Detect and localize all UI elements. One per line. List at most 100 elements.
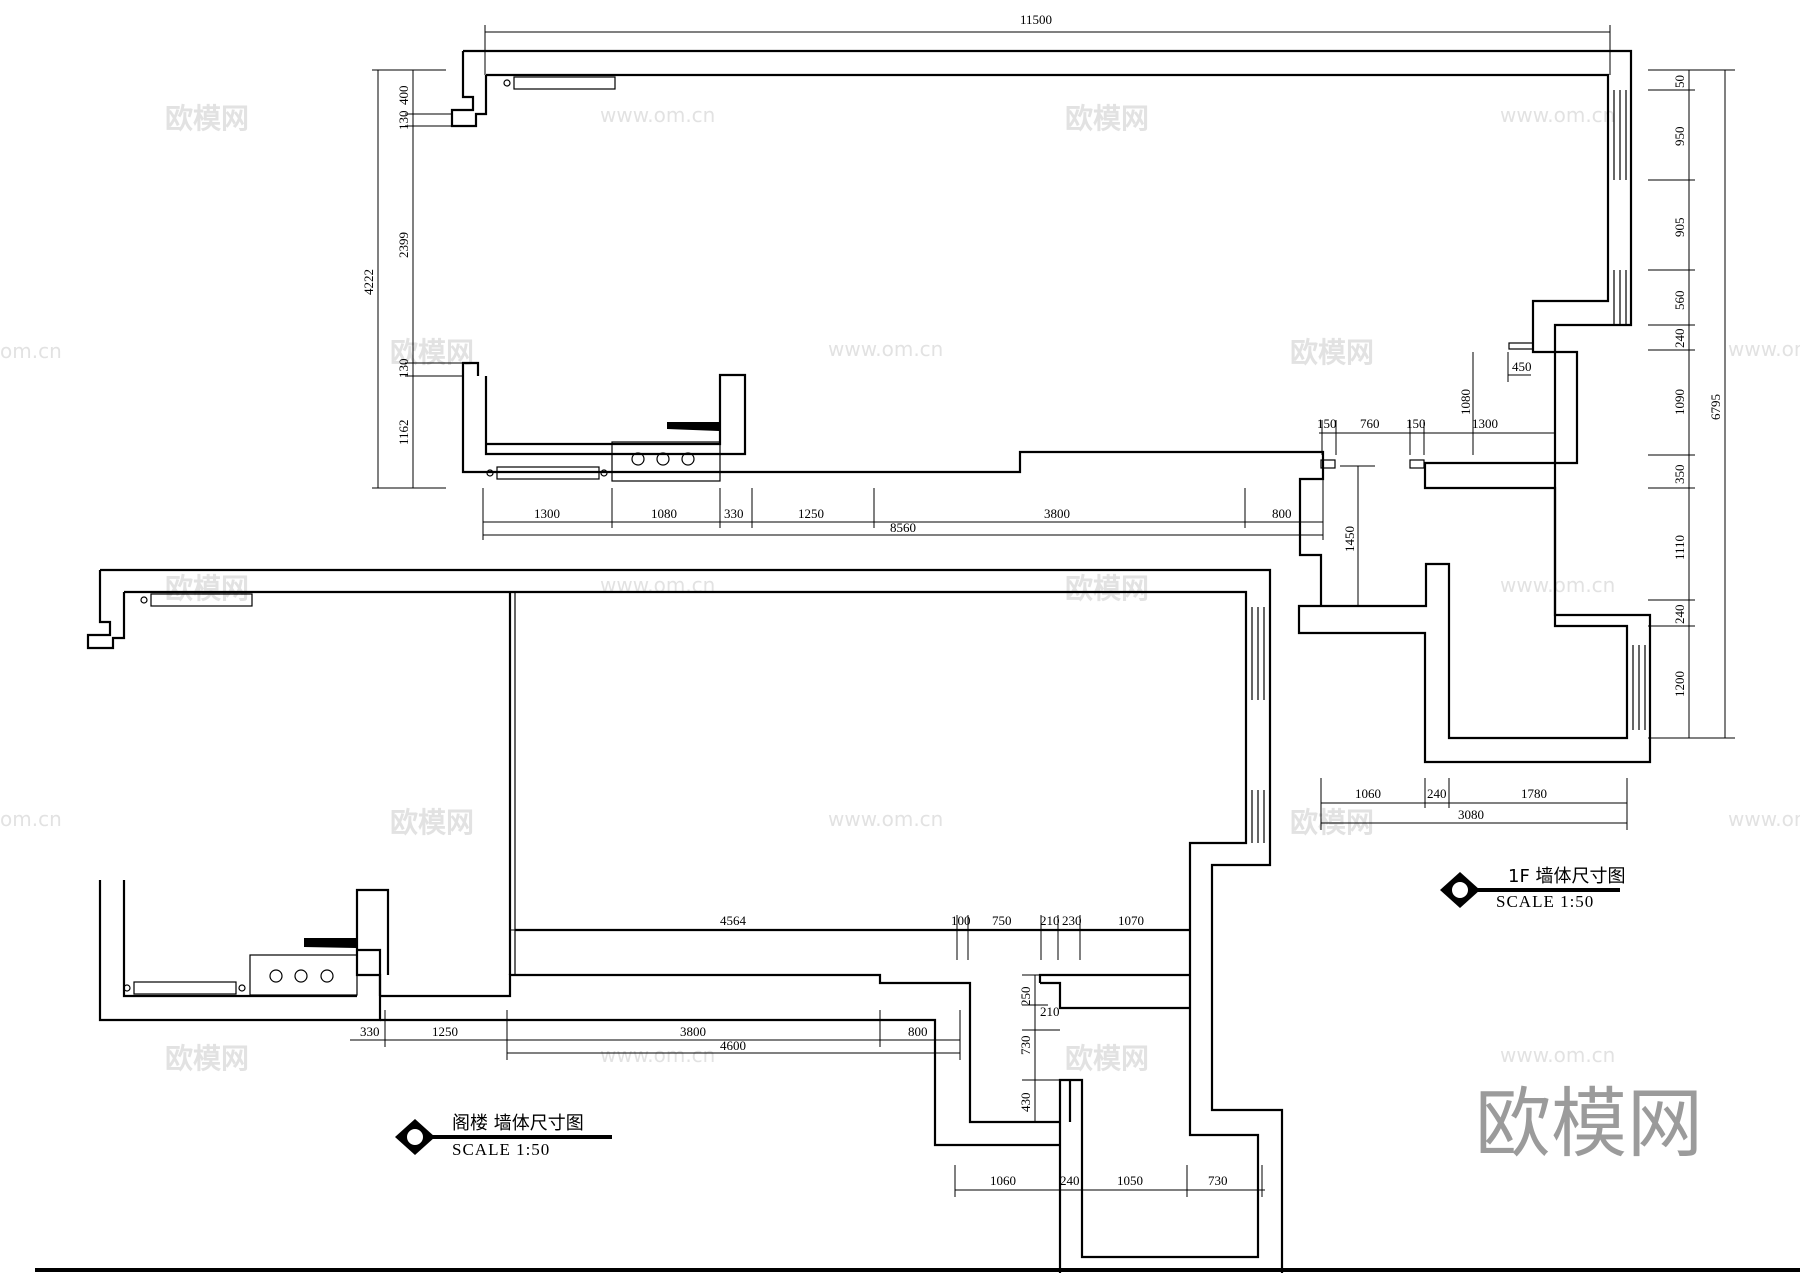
- dim-label: 4222: [361, 269, 376, 295]
- 1f-burner: [681, 452, 695, 466]
- dim-label: 4600: [720, 1038, 746, 1053]
- dim-label: 1090: [1672, 389, 1687, 415]
- attic-stair-jog: [86, 570, 126, 650]
- 1f-window-right: [1320, 90, 1646, 730]
- attic-burner: [294, 969, 308, 983]
- dim-label: 1050: [1117, 1173, 1143, 1188]
- dim-label: 1110: [1672, 535, 1687, 560]
- dim-label: 750: [992, 913, 1012, 928]
- dim-label: 430: [1018, 1093, 1033, 1113]
- watermark-url: www.om.cn: [600, 1043, 715, 1067]
- 1f-shelf-top: [513, 76, 616, 90]
- watermark-url: www.om.cn: [828, 337, 943, 361]
- watermark-url: www.om.cn: [1728, 807, 1800, 831]
- 1f-hood-mark: [667, 422, 719, 431]
- dim-label: 800: [1272, 506, 1292, 521]
- dim-label: 240: [1672, 329, 1687, 349]
- dim-label: 1200: [1672, 671, 1687, 697]
- dim-label: 730: [1018, 1036, 1033, 1056]
- 1f-fixture: [486, 469, 494, 477]
- attic-windows: [1251, 607, 1265, 843]
- dim-label: 1780: [1521, 786, 1547, 801]
- dim-label: 240: [1427, 786, 1447, 801]
- 1f-fixture: [503, 79, 511, 87]
- dim-label: 400: [396, 86, 411, 106]
- watermark-brand: 欧模网: [1290, 336, 1374, 369]
- dim-label: 1070: [1118, 913, 1144, 928]
- dim-label: 210: [1040, 1004, 1060, 1019]
- dim-label: 730: [1208, 1173, 1228, 1188]
- 1f-plan-title: 1F 墙体尺寸图: [1508, 866, 1626, 887]
- watermark-url: www.om.cn: [828, 807, 943, 831]
- dim-label: 2399: [396, 232, 411, 258]
- dim-label: 950: [1672, 127, 1687, 147]
- dim-label: 1060: [1355, 786, 1381, 801]
- watermark-brand: 欧模网: [1065, 1042, 1149, 1075]
- attic-burner: [269, 969, 283, 983]
- attic-inner-left: [122, 880, 357, 998]
- watermark-url: www.om.cn: [1500, 1043, 1615, 1067]
- dim-label: 1250: [798, 506, 824, 521]
- dim-label: 3080: [1458, 807, 1484, 822]
- dim-label: 150: [1317, 416, 1337, 431]
- dim-label: 3800: [1044, 506, 1070, 521]
- watermark-url: www.om.cn: [600, 103, 715, 127]
- dim-label: 1300: [534, 506, 560, 521]
- watermark-brand: 欧模网: [1065, 572, 1149, 605]
- dim-label: 450: [1512, 359, 1532, 374]
- watermark-brand: 欧模网: [390, 806, 474, 839]
- attic-bottom-wall: [380, 973, 1060, 1147]
- plan-attic: 4564 100 750 210 230 1070 250 210 730 43…: [86, 568, 1284, 1273]
- dim-label: 3800: [680, 1024, 706, 1039]
- dim-label: 330: [724, 506, 744, 521]
- attic-title-block: 阁楼 墙体尺寸图 SCALE 1:50: [395, 1113, 612, 1159]
- dim-label: 50: [1672, 75, 1687, 88]
- dim-label: 1162: [396, 419, 411, 445]
- dim-label: 100: [951, 913, 971, 928]
- dim-label: 210: [1040, 913, 1060, 928]
- 1f-inner-wall: [486, 73, 1629, 740]
- watermark-brand-large: 欧模网: [1475, 1079, 1703, 1168]
- attic-mid-wall: [357, 948, 382, 996]
- dim-label: 1450: [1342, 526, 1357, 552]
- title-marker-circle: [405, 1127, 425, 1147]
- attic-fixture: [123, 984, 131, 992]
- dim-label: 240: [1060, 1173, 1080, 1188]
- dim-label: 8560: [890, 520, 916, 535]
- 1f-dimensions: 11500 4222 400 130 2399 130 1162: [361, 12, 1735, 830]
- dim-label: 150: [1406, 416, 1426, 431]
- 1f-fixture: [600, 469, 608, 477]
- attic-shelf-top: [150, 593, 253, 607]
- 1f-sink-counter: [496, 466, 600, 480]
- watermark-url-cut: om.cn: [0, 339, 62, 363]
- dim-label: 905: [1672, 218, 1687, 238]
- dim-label: 130: [396, 111, 411, 131]
- attic-stove-counter: [249, 954, 358, 996]
- attic-inner-wall: [124, 590, 1260, 1273]
- 1f-outer-wall: [461, 49, 1652, 764]
- dim-label: 4564: [720, 913, 747, 928]
- attic-hood-mark: [304, 938, 356, 948]
- dim-label: 760: [1360, 416, 1380, 431]
- 1f-burner: [631, 452, 645, 466]
- watermark-url-cut: om.cn: [0, 807, 62, 831]
- dim-label: 1080: [651, 506, 677, 521]
- attic-fixture: [140, 596, 148, 604]
- 1f-title-block: 1F 墙体尺寸图 SCALE 1:50: [1440, 866, 1626, 911]
- watermark-brand: 欧模网: [165, 102, 249, 135]
- 1f-burner: [656, 452, 670, 466]
- attic-left-lower: [98, 880, 390, 1022]
- attic-burner: [320, 969, 334, 983]
- dim-label: 560: [1672, 291, 1687, 311]
- dim-label: 1080: [1458, 389, 1473, 415]
- dim-label: 1060: [990, 1173, 1016, 1188]
- dim-label: 11500: [1020, 12, 1052, 27]
- 1f-stair-jog-top: [450, 51, 488, 128]
- dim-label: 250: [1018, 987, 1033, 1007]
- watermark-url: www.om.cn: [1728, 337, 1800, 361]
- watermark-url: www.om.cn: [1500, 573, 1615, 597]
- watermark-brand: 欧模网: [1065, 102, 1149, 135]
- dim-label: 1300: [1472, 416, 1498, 431]
- attic-outer-wall: [100, 568, 1284, 1273]
